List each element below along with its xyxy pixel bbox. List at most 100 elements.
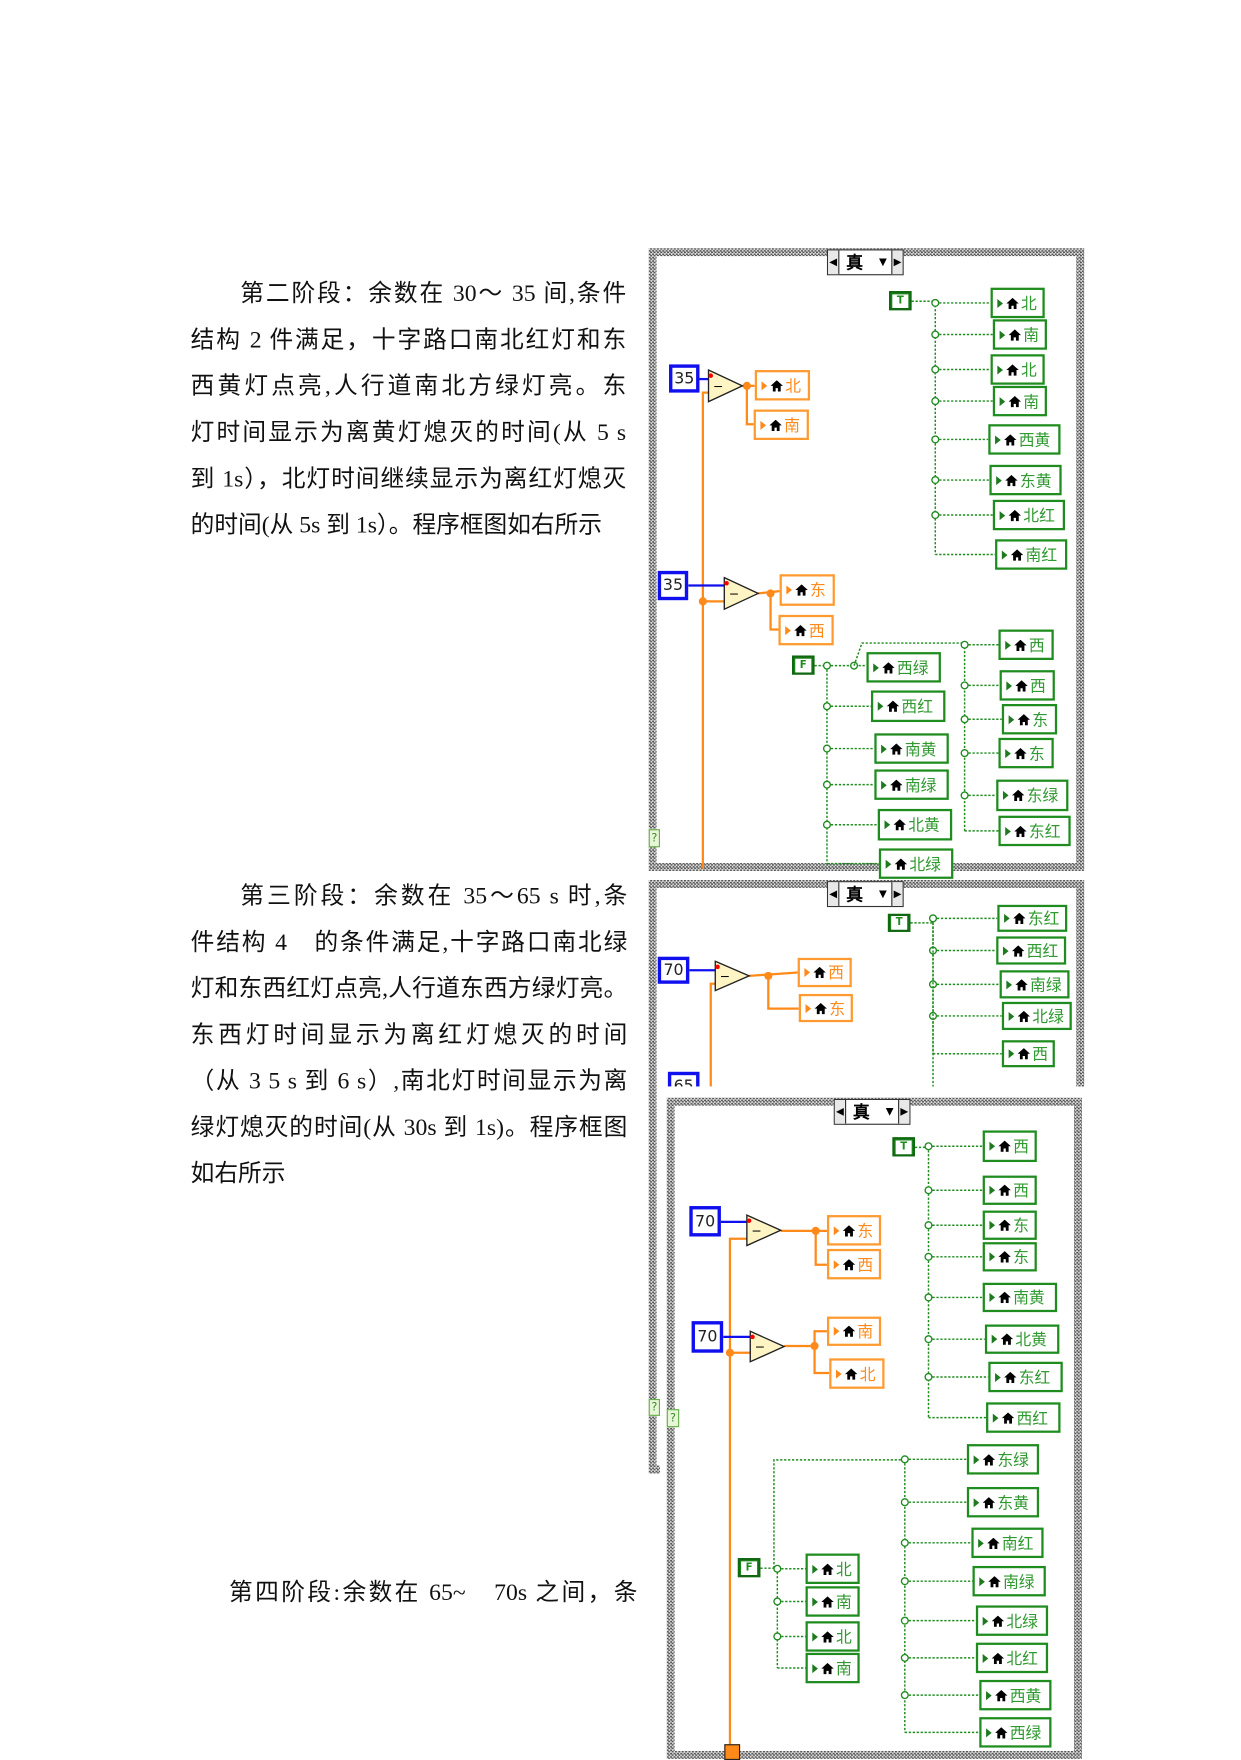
indicator-local-variable[interactable]: 西 xyxy=(982,1130,1037,1163)
dropdown-icon[interactable]: ▼ xyxy=(885,1106,894,1118)
indicator-local-variable[interactable]: 西绿 xyxy=(979,1717,1052,1748)
indicator-local-variable[interactable]: 南 xyxy=(805,1652,860,1684)
play-arrow-icon xyxy=(986,1727,992,1737)
numeric-constant[interactable]: 70 xyxy=(691,1321,724,1353)
indicator-local-variable[interactable]: 东 xyxy=(998,737,1054,769)
indicator-local-variable[interactable]: 南红 xyxy=(971,1527,1044,1559)
indicator-local-variable[interactable]: 南绿 xyxy=(972,1565,1046,1597)
shift-register-tunnel[interactable] xyxy=(724,1744,741,1760)
indicator-local-variable[interactable]: 西绿 xyxy=(866,652,941,683)
dropdown-icon[interactable]: ▼ xyxy=(878,888,887,900)
indicator-local-variable[interactable]: 东 xyxy=(779,574,835,606)
wire-junction xyxy=(931,365,940,374)
numeric-constant[interactable]: 35 xyxy=(657,570,689,601)
indicator-local-variable[interactable]: 西 xyxy=(1001,1040,1055,1068)
indicator-local-variable[interactable]: 北 xyxy=(754,370,811,401)
indicator-local-variable[interactable]: 西黄 xyxy=(988,424,1061,455)
indicator-local-variable[interactable]: 北绿 xyxy=(878,848,954,879)
subtract-node[interactable]: − xyxy=(746,1214,783,1247)
true-constant[interactable]: T xyxy=(887,913,911,932)
play-arrow-icon xyxy=(884,820,891,830)
indicator-local-variable[interactable]: 北 xyxy=(990,354,1045,385)
indicator-label: 西 xyxy=(1013,1138,1029,1157)
numeric-constant[interactable]: 35 xyxy=(669,364,700,393)
indicator-local-variable[interactable]: 东红 xyxy=(997,904,1068,932)
indicator-local-variable[interactable]: 西 xyxy=(826,1248,882,1280)
false-constant[interactable]: F xyxy=(791,655,815,675)
indicator-local-variable[interactable]: 西 xyxy=(998,629,1054,660)
indicator-local-variable[interactable]: 北红 xyxy=(992,499,1066,531)
indicator-local-variable[interactable]: 东 xyxy=(982,1242,1037,1272)
indicator-label: 东 xyxy=(857,1222,874,1241)
indicator-label: 南 xyxy=(835,1660,852,1679)
indicator-local-variable[interactable]: 西红 xyxy=(870,690,946,723)
numeric-constant[interactable]: 70 xyxy=(689,1206,721,1237)
indicator-local-variable[interactable]: 西 xyxy=(797,957,852,988)
indicator-local-variable[interactable]: 东黄 xyxy=(989,464,1062,496)
indicator-local-variable[interactable]: 北黄 xyxy=(877,808,953,841)
increment-arrow-icon[interactable]: ▶ xyxy=(898,1099,910,1124)
indicator-local-variable[interactable]: 北红 xyxy=(975,1642,1049,1674)
indicator-local-variable[interactable]: 南 xyxy=(826,1316,882,1346)
indicator-local-variable[interactable]: 北 xyxy=(829,1358,885,1389)
indicator-local-variable[interactable]: 南黄 xyxy=(874,733,949,764)
indicator-local-variable[interactable]: 西红 xyxy=(996,936,1067,965)
indicator-local-variable[interactable]: 东 xyxy=(982,1210,1037,1240)
indicator-local-variable[interactable]: 南绿 xyxy=(999,970,1070,999)
indicator-local-variable[interactable]: 北绿 xyxy=(975,1605,1049,1636)
numeric-constant[interactable]: 70 xyxy=(657,956,690,984)
text-line: 西黄灯点亮,人行道南北方绿灯亮。东 xyxy=(190,372,627,400)
true-constant[interactable]: T xyxy=(889,291,912,311)
indicator-local-variable[interactable]: 南 xyxy=(992,319,1047,350)
indicator-local-variable[interactable]: 西红 xyxy=(986,1402,1061,1433)
indicator-local-variable[interactable]: 北 xyxy=(805,1553,860,1584)
indicator-local-variable[interactable]: 南黄 xyxy=(982,1282,1058,1313)
subtract-node[interactable]: − xyxy=(723,576,760,611)
dropdown-icon[interactable]: ▼ xyxy=(878,256,887,268)
indicator-local-variable[interactable]: 西 xyxy=(778,614,834,646)
play-arrow-icon xyxy=(881,780,887,790)
increment-arrow-icon[interactable]: ▶ xyxy=(891,250,903,275)
decrement-arrow-icon[interactable]: ◀ xyxy=(834,1099,847,1124)
case-selector[interactable]: ◀真▼▶ xyxy=(826,249,904,276)
indicator-local-variable[interactable]: 北 xyxy=(805,1621,860,1652)
subtract-node[interactable]: − xyxy=(707,368,744,403)
indicator-local-variable[interactable]: 东绿 xyxy=(966,1444,1040,1475)
indicator-local-variable[interactable]: 西 xyxy=(982,1175,1037,1205)
indicator-local-variable[interactable]: 南 xyxy=(805,1586,860,1617)
indicator-local-variable[interactable]: 北 xyxy=(990,287,1045,319)
indicator-local-variable[interactable]: 东红 xyxy=(988,1361,1063,1393)
subtract-node[interactable]: − xyxy=(714,960,751,992)
indicator-local-variable[interactable]: 东绿 xyxy=(996,779,1069,812)
case-selector[interactable]: ◀真▼▶ xyxy=(826,881,904,908)
indicator-local-variable[interactable]: 南 xyxy=(753,409,809,440)
indicator-local-variable[interactable]: 北绿 xyxy=(1001,1001,1072,1031)
house-icon xyxy=(813,966,828,979)
indicator-local-variable[interactable]: 东 xyxy=(826,1215,882,1246)
indicator-local-variable[interactable]: 西 xyxy=(999,670,1055,701)
decrement-arrow-icon[interactable]: ◀ xyxy=(828,250,840,275)
indicator-local-variable[interactable]: 西黄 xyxy=(979,1679,1052,1711)
increment-arrow-icon[interactable]: ▶ xyxy=(891,882,903,906)
indicator-local-variable[interactable]: 北黄 xyxy=(984,1324,1060,1354)
boolean-wire xyxy=(853,642,965,666)
case-selector[interactable]: ◀真▼▶ xyxy=(833,1098,911,1125)
indicator-local-variable[interactable]: 南 xyxy=(992,385,1047,417)
numeric-wire xyxy=(769,593,779,631)
indicator-local-variable[interactable]: 东黄 xyxy=(966,1486,1040,1518)
wire-junction xyxy=(900,1577,909,1586)
false-constant[interactable]: F xyxy=(737,1558,761,1578)
indicator-local-variable[interactable]: 东红 xyxy=(998,815,1071,847)
subtract-node[interactable]: − xyxy=(749,1330,786,1363)
play-arrow-icon xyxy=(999,396,1006,406)
indicator-local-variable[interactable]: 南绿 xyxy=(874,769,949,800)
house-icon xyxy=(814,1002,830,1014)
indicator-local-variable[interactable]: 东 xyxy=(1001,703,1058,735)
indicator-local-variable[interactable]: 东 xyxy=(798,993,853,1023)
numeric-constant[interactable]: 65 xyxy=(667,1071,700,1100)
true-constant[interactable]: T xyxy=(892,1137,915,1157)
indicator-local-variable[interactable]: 南红 xyxy=(995,539,1068,570)
decrement-arrow-icon[interactable]: ◀ xyxy=(828,882,840,906)
